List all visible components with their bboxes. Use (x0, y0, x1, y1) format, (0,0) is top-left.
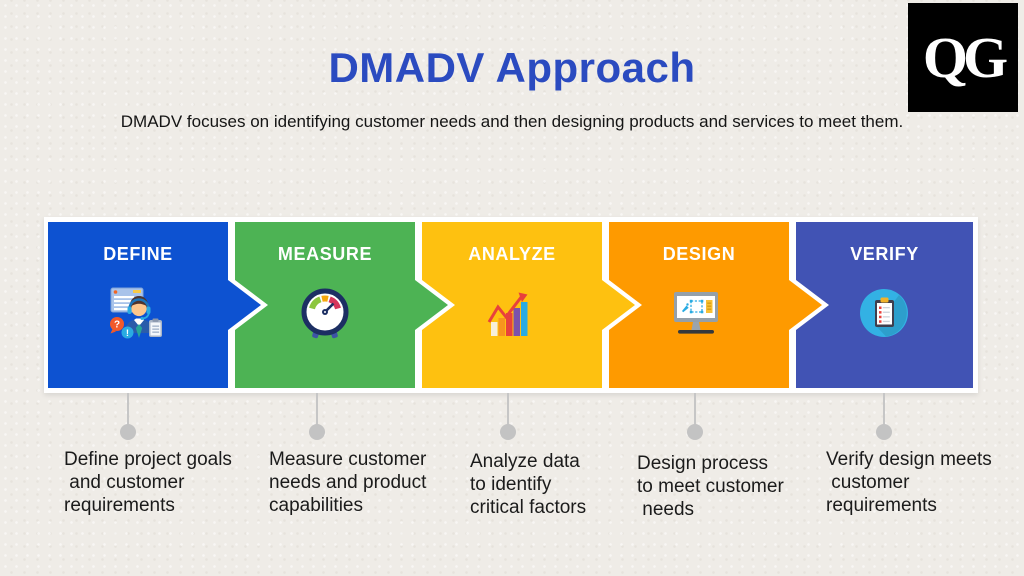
step-define-description: Define project goals and customer requir… (64, 449, 232, 516)
gauge-icon (301, 288, 349, 339)
step-measure-label: MEASURE (277, 244, 373, 264)
step-define-label: DEFINE (103, 244, 173, 264)
step-verify-description: Verify design meets customer requirement… (826, 449, 992, 516)
svg-text:!: ! (126, 328, 129, 339)
connector-dot (309, 424, 325, 440)
connector-dot (120, 424, 136, 440)
connector-dot (500, 424, 516, 440)
connector-dot (687, 424, 703, 440)
design-monitor-icon (674, 292, 718, 334)
step-design: DESIGN (609, 222, 822, 388)
connector-dot (876, 424, 892, 440)
page-title: DMADV Approach (328, 44, 696, 91)
step-verify-label: VERIFY (850, 244, 919, 264)
step-measure-description: Measure customer needs and product capab… (269, 449, 427, 516)
qg-logo: QG (908, 3, 1018, 112)
step-measure: MEASURE (235, 222, 448, 388)
step-define: DEFINE (48, 222, 261, 388)
step-verify: VERIFY (796, 222, 973, 388)
step-define-shape (48, 222, 261, 388)
connector-line (694, 393, 696, 429)
svg-text:?: ? (114, 320, 120, 331)
process-band: DEFINE (44, 217, 978, 393)
connector-line (316, 393, 318, 429)
customer-support-icon: ? ! (110, 287, 162, 339)
step-analyze-shape (422, 222, 635, 388)
connector-line (507, 393, 509, 429)
checklist-clipboard-icon (860, 289, 908, 337)
step-analyze-label: ANALYZE (468, 244, 556, 264)
page-subtitle: DMADV focuses on identifying customer ne… (120, 112, 904, 131)
step-design-description: Design process to meet customer needs (637, 453, 784, 520)
step-analyze-description: Analyze data to identify critical factor… (470, 451, 587, 518)
connector-line (883, 393, 885, 429)
step-analyze: ANALYZE (422, 222, 635, 388)
connector-line (127, 393, 129, 429)
step-design-label: DESIGN (662, 244, 736, 264)
bar-chart-icon (487, 292, 528, 336)
